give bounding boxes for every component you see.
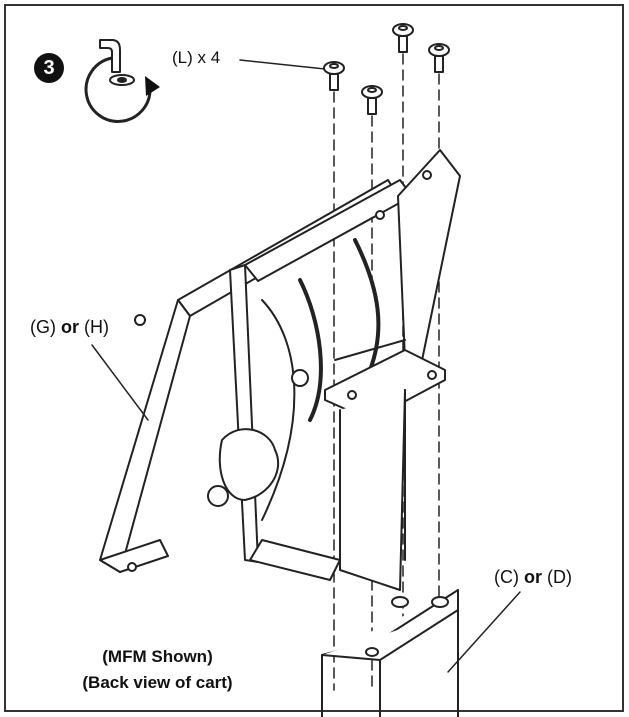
screw-icon	[323, 23, 450, 115]
bracket-label: (G) or (H)	[30, 317, 109, 338]
column-label-a: (C)	[494, 567, 519, 587]
allen-key-rotate-icon	[84, 39, 160, 123]
screws-label: (L) x 4	[172, 48, 221, 67]
column-label-b: (D)	[547, 567, 573, 587]
caption: (MFM Shown) (Back view of cart)	[50, 647, 265, 693]
caption-line-1: (MFM Shown)	[102, 647, 213, 666]
step-number: 3	[43, 57, 55, 79]
step-number-icon: 3	[34, 53, 64, 83]
bracket-label-a: (G)	[30, 317, 56, 337]
caption-line-2: (Back view of cart)	[82, 673, 233, 692]
diagram-frame	[4, 4, 624, 712]
column-post	[321, 589, 459, 717]
mount-bracket	[99, 149, 461, 591]
column-label: (C) or (D)	[494, 567, 572, 588]
column-label-or: or	[524, 567, 543, 587]
bracket-label-b: (H)	[84, 317, 110, 337]
bracket-label-or: or	[61, 317, 80, 337]
